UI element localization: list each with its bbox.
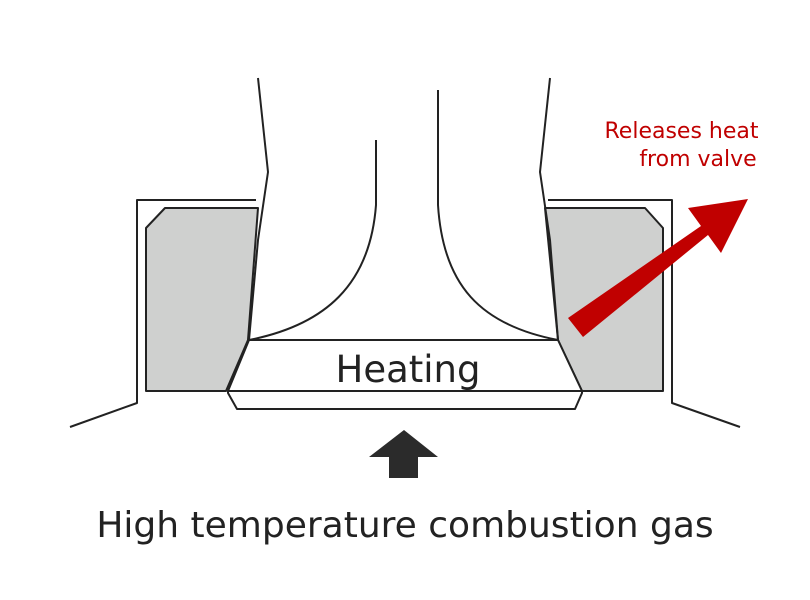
valve-stem-right bbox=[437, 90, 559, 341]
valve-stem-left bbox=[248, 140, 377, 341]
releases-heat-line2: from valve bbox=[639, 147, 756, 172]
valve-seat-left bbox=[145, 207, 259, 392]
port-wall-left bbox=[248, 77, 269, 341]
heat-release-arrow bbox=[568, 199, 748, 337]
combustion-gas-arrow bbox=[369, 430, 438, 478]
combustion-gas-label: High temperature combustion gas bbox=[96, 505, 713, 546]
port-wall-right bbox=[539, 77, 559, 341]
cylinder-head-right bbox=[548, 199, 741, 428]
releases-heat-line1: Releases heat bbox=[605, 119, 759, 144]
cylinder-head-left bbox=[69, 199, 256, 428]
heating-label: Heating bbox=[336, 348, 481, 391]
releases-heat-label: Releases heat from valve bbox=[605, 119, 766, 172]
